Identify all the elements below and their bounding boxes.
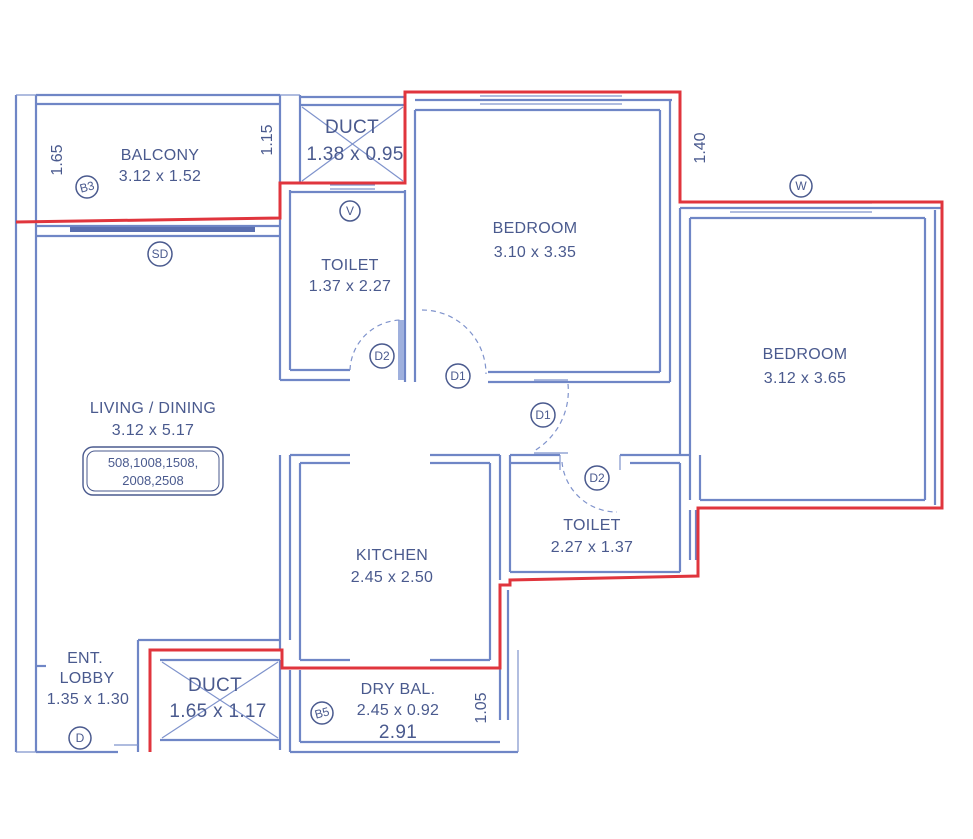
toilet-right-name: TOILET bbox=[563, 517, 621, 534]
living-size: 3.12 x 5.17 bbox=[112, 422, 194, 439]
duct-top-size: 1.38 x 0.95 bbox=[306, 144, 403, 165]
toilet-right-size: 2.27 x 1.37 bbox=[551, 539, 633, 556]
ent-lobby-door-circle bbox=[68, 726, 92, 750]
door-d1-top-tag: D1 bbox=[450, 369, 466, 383]
kitchen-name: KITCHEN bbox=[356, 547, 428, 564]
dry-bal-extra-dim: 2.91 bbox=[379, 722, 417, 743]
flat-number-box bbox=[82, 446, 224, 496]
balcony-tag: B3 bbox=[78, 178, 96, 195]
door-d2-right-tag: D2 bbox=[589, 471, 605, 485]
balcony-size: 3.12 x 1.52 bbox=[119, 168, 201, 185]
living-name: LIVING / DINING bbox=[90, 400, 216, 417]
ent-lobby-door-tag: D bbox=[76, 731, 85, 745]
ent-lobby-size: 1.35 x 1.30 bbox=[47, 691, 129, 708]
living-door-tag: SD bbox=[152, 247, 169, 261]
door-d2-left-tag: D2 bbox=[374, 349, 390, 363]
balcony-name: BALCONY bbox=[121, 147, 200, 164]
balcony-tag-circle bbox=[75, 175, 99, 199]
duct-bottom-name: DUCT bbox=[188, 675, 242, 696]
duct-bottom-size: 1.65 x 1.17 bbox=[169, 701, 266, 722]
flat-numbers-line1: 508,1008,1508, bbox=[108, 455, 198, 470]
door-tags: D2 D1 D1 D2 bbox=[369, 343, 610, 491]
bedroom-1-size: 3.10 x 3.35 bbox=[494, 244, 576, 261]
door-d1-mid-circle bbox=[530, 402, 556, 428]
door-swings bbox=[349, 309, 618, 513]
flat-boundary bbox=[15, 90, 944, 752]
toilet-left-name: TOILET bbox=[321, 257, 379, 274]
door-d1-mid-tag: D1 bbox=[535, 408, 551, 422]
ent-lobby-name-2: LOBBY bbox=[60, 670, 115, 687]
duct-top-name: DUCT bbox=[325, 117, 379, 138]
bedroom-2-window-circle bbox=[789, 174, 813, 198]
dim-left-balcony: 1.65 bbox=[49, 144, 66, 175]
dim-dry-bal-right: 1.05 bbox=[473, 692, 490, 723]
door-d2-right-circle bbox=[584, 465, 610, 491]
toilet-left-window-tag: V bbox=[346, 204, 354, 218]
dry-bal-tag-circle bbox=[310, 701, 334, 725]
door-d2-left-circle bbox=[369, 343, 395, 369]
room-labels: BALCONY 3.12 x 1.52 B3 DUCT 1.38 x 0.95 … bbox=[47, 117, 848, 750]
flat-numbers-line2: 2008,2508 bbox=[122, 473, 183, 488]
living-door-circle bbox=[147, 241, 173, 267]
kitchen-size: 2.45 x 2.50 bbox=[351, 569, 433, 586]
bedroom-1-name: BEDROOM bbox=[493, 220, 578, 237]
dry-bal-size: 2.45 x 0.92 bbox=[357, 702, 439, 719]
dimension-labels: 1.65 1.15 1.40 1.05 bbox=[49, 124, 709, 723]
bedroom-2-window-tag: W bbox=[795, 179, 807, 193]
dry-bal-name: DRY BAL. bbox=[361, 681, 436, 698]
ent-lobby-name-1: ENT. bbox=[67, 650, 103, 667]
bedroom-2-size: 3.12 x 3.65 bbox=[764, 370, 846, 387]
sliding-door-strip bbox=[70, 227, 255, 232]
door-d1-top-circle bbox=[445, 363, 471, 389]
bedroom-2-name: BEDROOM bbox=[763, 346, 848, 363]
toilet-left-window-circle bbox=[339, 200, 361, 222]
dim-bedroom-top-right: 1.40 bbox=[692, 132, 709, 163]
walls bbox=[14, 93, 942, 754]
dim-balcony-right: 1.15 bbox=[259, 124, 276, 155]
dry-bal-tag: B5 bbox=[313, 704, 331, 721]
toilet-left-size: 1.37 x 2.27 bbox=[309, 278, 391, 295]
